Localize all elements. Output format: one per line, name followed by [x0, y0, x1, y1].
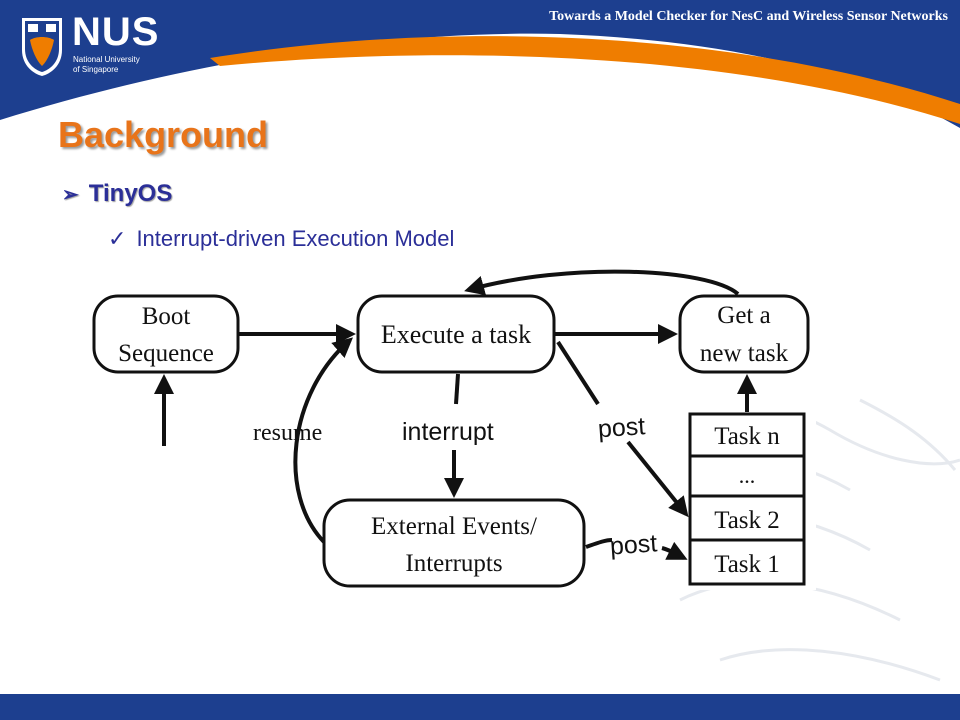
logo-wordmark: NUS: [72, 10, 160, 54]
post-from-execute-arrow-tail: [626, 440, 689, 518]
bullet-level1: ➢ TinyOS: [62, 180, 172, 208]
external-events-line1: External Events/: [371, 513, 537, 540]
execute-task-label: Execute a task: [381, 320, 531, 349]
interrupt-arrow-upper: [454, 373, 460, 405]
post-label-bottom: post: [609, 529, 658, 560]
resume-label: resume: [253, 420, 322, 446]
task-queue: Task n ... Task 2 Task 1: [688, 412, 806, 586]
task-queue-cell: [688, 454, 806, 498]
task-queue-cell: [688, 494, 806, 542]
logo-subtitle: National University of Singapore: [73, 55, 140, 75]
interrupt-label: interrupt: [402, 418, 494, 446]
task-queue-item: Task 2: [714, 507, 780, 534]
boot-sequence-line2: Sequence: [118, 340, 214, 367]
bullet-level2: ✓ Interrupt-driven Execution Model: [108, 226, 454, 252]
execution-model-diagram: Boot Sequence Execute a task Get a new t…: [88, 264, 816, 590]
boot-sequence-line1: Boot: [142, 303, 191, 330]
checkmark-bullet-icon: ✓: [108, 226, 127, 251]
bullet-level1-text: TinyOS: [88, 180, 173, 207]
external-events-line2: Interrupts: [405, 550, 502, 577]
task-queue-item: ...: [739, 463, 756, 488]
header-banner: [0, 0, 960, 128]
get-to-execute-loop-arrow: [464, 269, 740, 296]
get-new-task-line2: new task: [700, 340, 789, 367]
nus-crest-icon: [22, 18, 62, 76]
bullet-level2-text: Interrupt-driven Execution Model: [136, 226, 455, 251]
footer-bar: [0, 694, 960, 720]
logo-subtitle-line1: National University: [73, 55, 140, 64]
resume-arrow: [293, 337, 354, 544]
post-from-external-arrow-tail: [661, 541, 688, 560]
slide-title: Background: [58, 114, 269, 155]
get-new-task-node: [678, 294, 810, 374]
get-new-task-line1: Get a: [717, 302, 770, 329]
post-from-external-arrow: [585, 538, 613, 549]
arrow-bullet-icon: ➢: [62, 184, 79, 206]
presentation-title: Towards a Model Checker for NesC and Wir…: [549, 9, 948, 24]
post-label-top: post: [597, 412, 646, 443]
logo-subtitle-line2: of Singapore: [73, 65, 119, 74]
post-from-execute-arrow: [556, 340, 600, 406]
task-queue-item: Task 1: [714, 551, 780, 578]
task-queue-cell: [688, 538, 806, 586]
header-swoosh: [210, 36, 960, 124]
external-events-node: [322, 498, 586, 588]
task-queue-item: Task n: [714, 423, 780, 450]
